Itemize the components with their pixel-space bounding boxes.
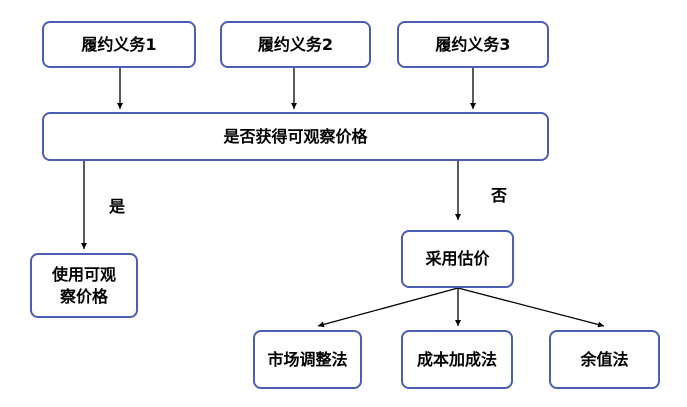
residual-method-box: 余值法 (549, 330, 660, 389)
arrow-to-residual (457, 287, 605, 328)
obligation-1-label: 履约义务1 (81, 34, 157, 54)
use-estimate-label: 采用估价 (425, 249, 490, 268)
obligation-2-label: 履约义务2 (257, 34, 334, 54)
use-observable-price-box: 使用可观察价格 (30, 253, 138, 318)
yes-label: 是 (109, 197, 126, 216)
market-adjust-method-label: 市场调整法 (267, 349, 348, 369)
decision-box: 是否获得可观察价格 (42, 112, 549, 161)
cost-plus-method-label: 成本加成法 (417, 349, 498, 369)
cost-plus-method-box: 成本加成法 (401, 330, 513, 389)
obligation-3-label: 履约义务3 (435, 34, 511, 54)
arrow-to-market-adjust (317, 287, 459, 328)
residual-method-label: 余值法 (580, 349, 629, 369)
decision-label: 是否获得可观察价格 (223, 126, 368, 146)
no-label: 否 (491, 186, 508, 205)
market-adjust-method-box: 市场调整法 (253, 330, 362, 389)
obligation-3-box: 履约义务3 (397, 21, 549, 68)
use-estimate-box: 采用估价 (401, 230, 514, 288)
obligation-2-box: 履约义务2 (220, 21, 371, 68)
obligation-1-box: 履约义务1 (42, 21, 196, 68)
use-observable-price-label: 使用可观察价格 (51, 264, 116, 306)
